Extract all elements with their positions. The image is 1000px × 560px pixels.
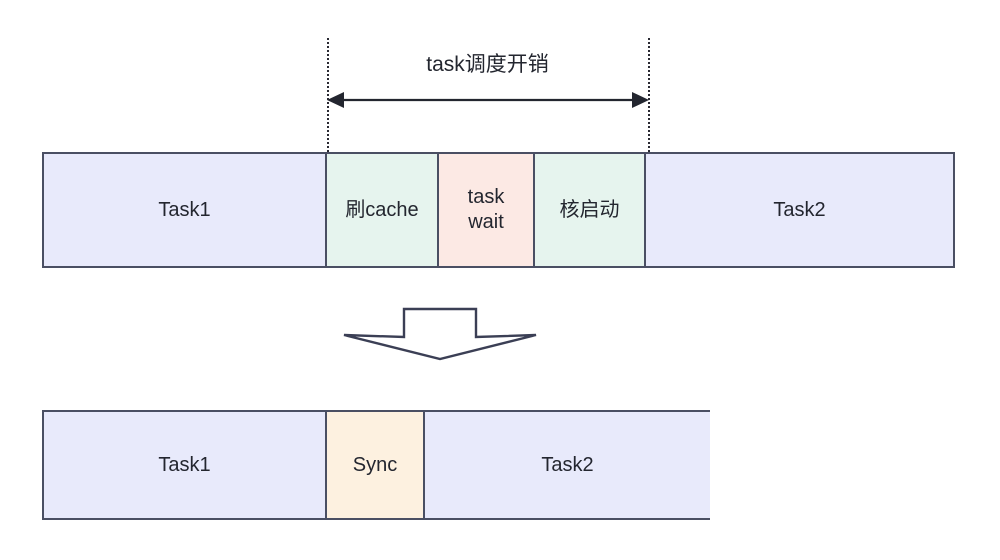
dotted-guide-line-left-icon bbox=[327, 38, 329, 152]
timeline-segment-label: Task1 bbox=[158, 198, 211, 221]
dotted-guide-line-right-icon bbox=[648, 38, 650, 152]
after-optimization-timeline: Task1 Sync Task2 bbox=[42, 410, 710, 520]
timeline-segment: 刷cache bbox=[327, 154, 439, 266]
timeline-segment: Task1 bbox=[44, 154, 327, 266]
timeline-segment: 核启动 bbox=[535, 154, 646, 266]
timeline-segment-label: 核启动 bbox=[559, 198, 620, 221]
timeline-segment-label: Task2 bbox=[541, 453, 594, 476]
timeline-segment: Task1 bbox=[44, 412, 327, 518]
timeline-segment-label: Task1 bbox=[158, 453, 211, 476]
double-headed-horizontal-arrow-icon bbox=[327, 92, 649, 108]
timeline-segment: Sync bbox=[327, 412, 425, 518]
timeline-segment-label: task wait bbox=[467, 186, 505, 233]
down-block-arrow-icon bbox=[343, 307, 537, 361]
timeline-segment: Task2 bbox=[425, 412, 710, 518]
timeline-segment: task wait bbox=[439, 154, 535, 266]
timeline-segment-label: Task2 bbox=[773, 198, 826, 221]
timeline-segment-label: Sync bbox=[352, 453, 398, 476]
scheduling-overhead-label: task调度开销 bbox=[426, 53, 549, 76]
before-optimization-timeline: Task1 刷cache task wait 核启动 Task2 bbox=[42, 152, 955, 268]
timeline-segment: Task2 bbox=[646, 154, 953, 266]
timeline-segment-label: 刷cache bbox=[345, 198, 419, 221]
